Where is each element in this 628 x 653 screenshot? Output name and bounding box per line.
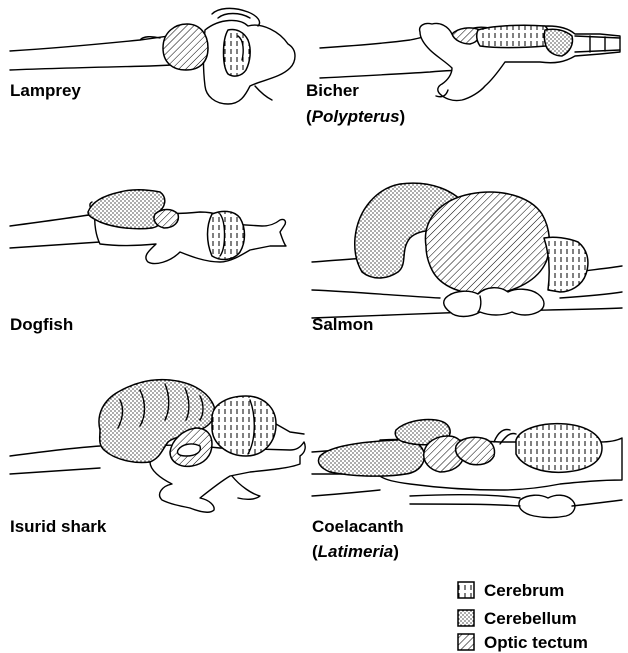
label-coelacanth-genus-line: (Latimeria) xyxy=(312,542,399,561)
label-bichir-genus: Polypterus xyxy=(312,107,400,126)
legend-label-cerebrum: Cerebrum xyxy=(484,581,564,600)
bichir-brain xyxy=(320,23,620,100)
dogfish-brain xyxy=(10,190,286,264)
legend-label-cerebellum: Cerebellum xyxy=(484,609,577,628)
isurid-shark-brain xyxy=(10,380,305,513)
legend: Cerebrum Cerebellum Optic tectum xyxy=(458,581,588,652)
legend-swatch-optic-tectum xyxy=(458,634,474,650)
label-bichir-genus-line: (Polypterus) xyxy=(306,107,405,126)
label-bichir: Bicher xyxy=(306,81,359,100)
salmon-brain xyxy=(312,183,622,318)
coelacanth-brain xyxy=(312,419,622,517)
label-coelacanth-genus: Latimeria xyxy=(318,542,394,561)
label-coelacanth: Coelacanth xyxy=(312,517,404,536)
legend-label-optic-tectum: Optic tectum xyxy=(484,633,588,652)
label-dogfish: Dogfish xyxy=(10,315,73,334)
label-isurid-shark: Isurid shark xyxy=(10,517,107,536)
label-salmon: Salmon xyxy=(312,315,373,334)
legend-swatch-cerebrum xyxy=(458,582,474,598)
legend-swatch-cerebellum xyxy=(458,610,474,626)
label-lamprey: Lamprey xyxy=(10,81,81,100)
